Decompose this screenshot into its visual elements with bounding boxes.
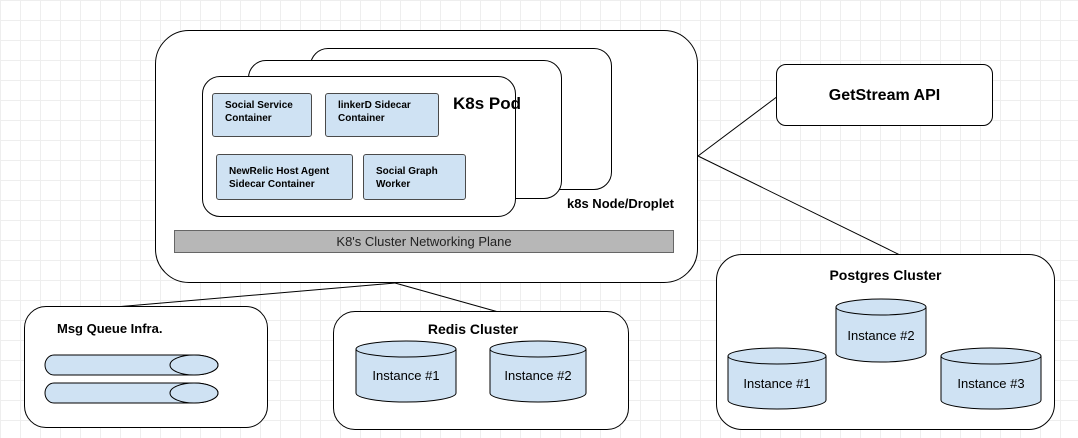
postgres-instance-3-label: Instance #3 bbox=[957, 376, 1025, 391]
postgres-instance-1-cylinder[interactable] bbox=[727, 347, 827, 411]
node-to-getstream-line bbox=[697, 95, 779, 157]
node-to-redis-line bbox=[394, 282, 503, 314]
redis-instance-1-cylinder[interactable] bbox=[355, 340, 457, 404]
newrelic-sidecar-container[interactable]: NewRelic Host Agent Sidecar Container bbox=[216, 154, 353, 200]
getstream-api-box[interactable] bbox=[776, 64, 993, 126]
k8s-node-label: k8s Node/Droplet bbox=[567, 196, 674, 211]
msg-queue-infra-title: Msg Queue Infra. bbox=[57, 321, 163, 336]
postgres-instance-2-label: Instance #2 bbox=[847, 328, 915, 343]
queue-pipe-1[interactable] bbox=[44, 354, 220, 376]
postgres-instance-2-cylinder[interactable] bbox=[835, 298, 927, 364]
node-to-msgqueue-line bbox=[102, 282, 396, 309]
postgres-cluster-title: Postgres Cluster bbox=[829, 267, 942, 283]
redis-instance-2-label: Instance #2 bbox=[504, 368, 572, 383]
postgres-instance-1-label: Instance #1 bbox=[743, 376, 811, 391]
node-to-postgres-line bbox=[697, 155, 903, 257]
pod-title: K8s Pod bbox=[453, 94, 522, 113]
linkerd-sidecar-container[interactable]: linkerD Sidecar Container bbox=[325, 93, 439, 137]
queue-pipe-2[interactable] bbox=[44, 382, 220, 404]
social-service-container[interactable]: Social Service Container bbox=[212, 93, 312, 137]
cluster-networking-plane[interactable]: K8's Cluster Networking Plane bbox=[174, 230, 674, 253]
redis-instance-1-label: Instance #1 bbox=[372, 368, 440, 383]
postgres-instance-3-cylinder[interactable] bbox=[940, 347, 1042, 411]
redis-instance-2-cylinder[interactable] bbox=[489, 340, 587, 404]
redis-cluster-title: Redis Cluster bbox=[427, 321, 519, 337]
social-graph-worker-container[interactable]: Social Graph Worker bbox=[363, 154, 466, 200]
getstream-api-label: GetStream API bbox=[828, 87, 941, 104]
